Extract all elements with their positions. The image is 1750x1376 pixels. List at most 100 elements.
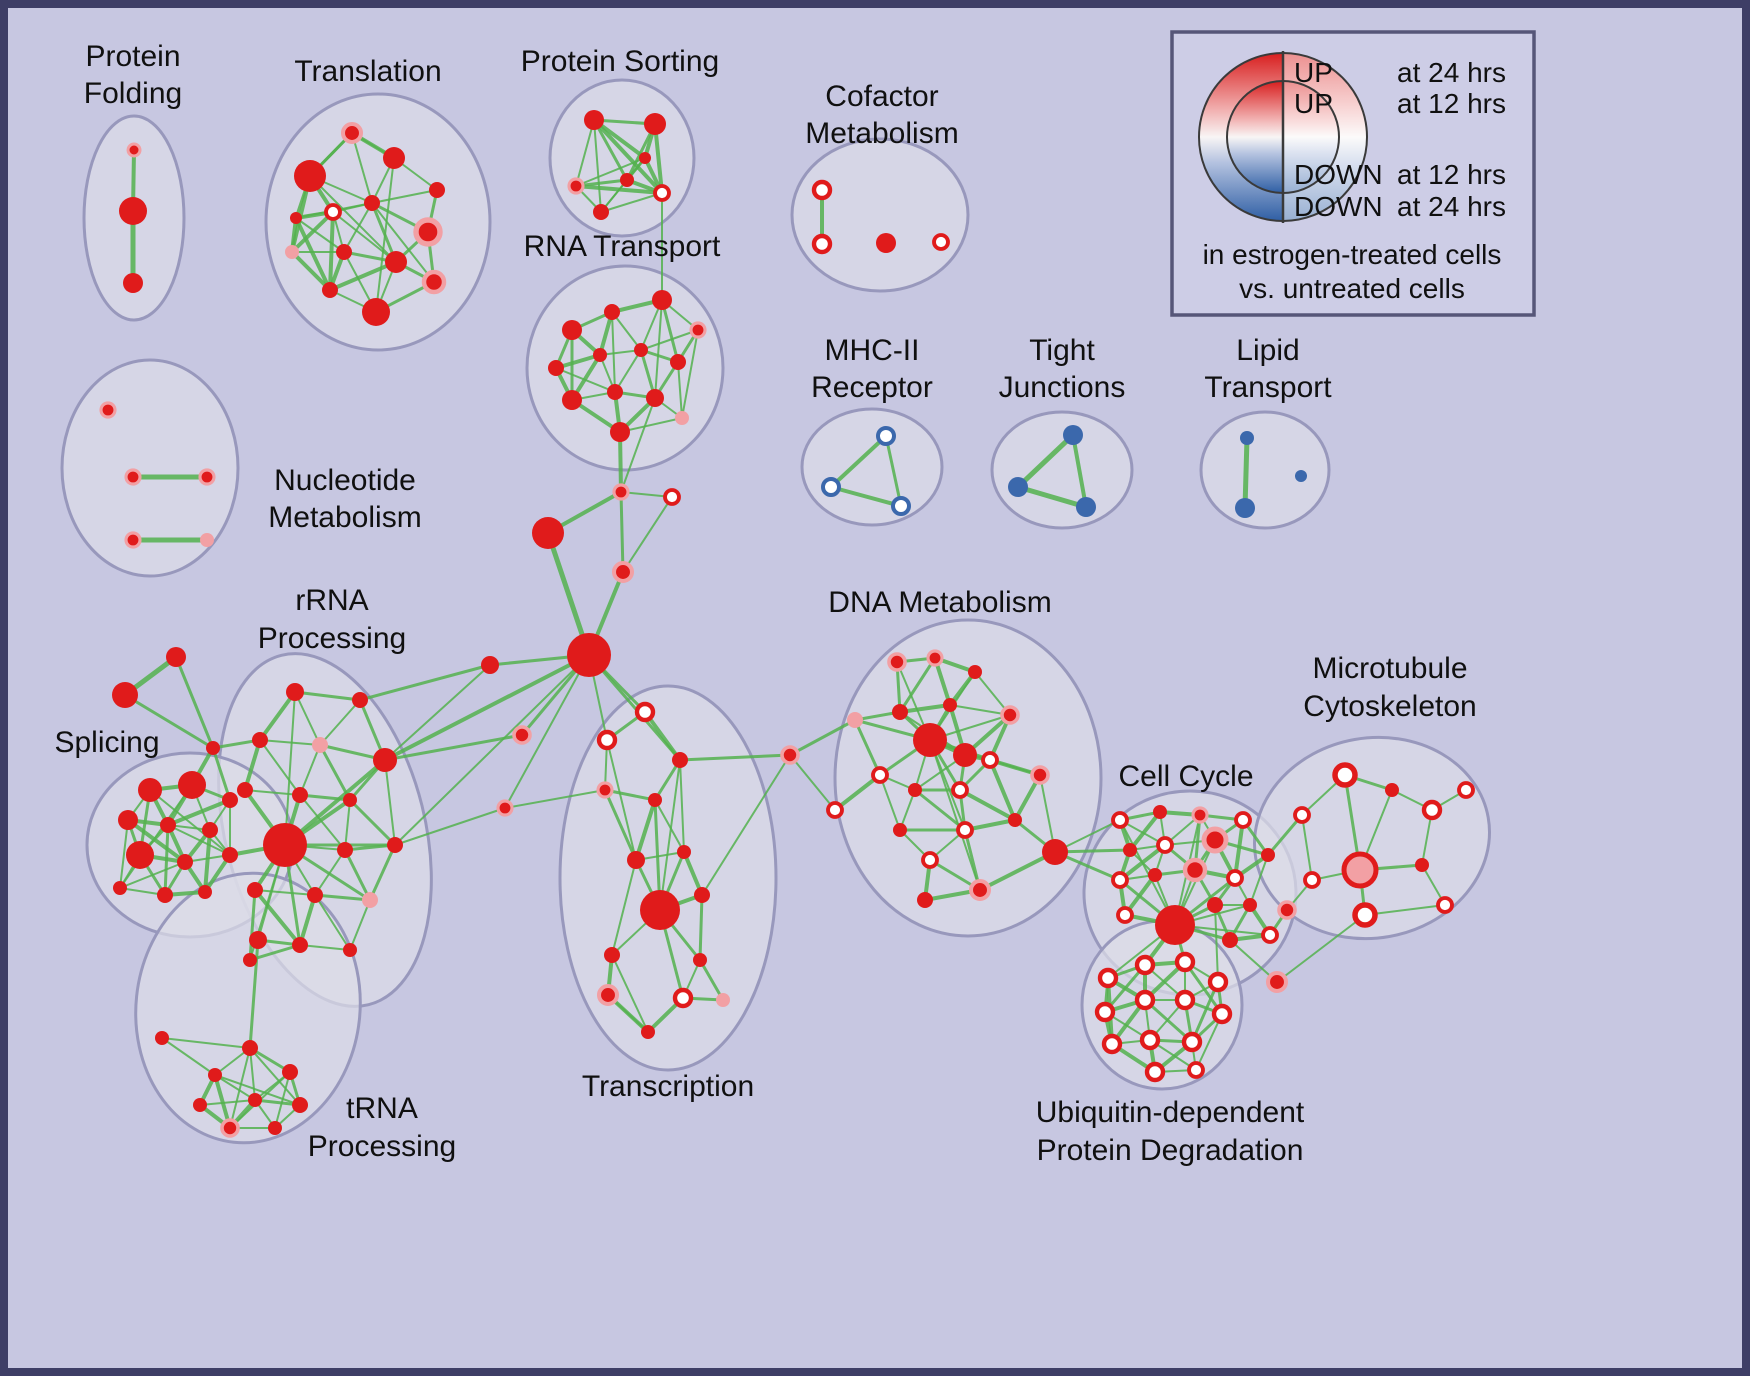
network-node-uh	[1030, 765, 1050, 785]
network-node-u	[337, 842, 353, 858]
network-node-ur	[663, 488, 681, 506]
network-edge	[978, 850, 1057, 892]
cluster-label-cofactor-metabolism: Metabolism	[805, 117, 958, 150]
network-node-up	[716, 993, 730, 1007]
cluster-label-ubiquitin-degradation: Ubiquitin-dependent	[1036, 1096, 1305, 1129]
network-edge	[254, 889, 316, 896]
network-node-uh	[124, 468, 142, 486]
network-edge	[654, 299, 663, 399]
network-edge	[988, 758, 1017, 822]
network-edge	[1249, 854, 1269, 906]
cluster-label-tight-junctions: Tight	[1029, 334, 1095, 367]
network-node-dr	[821, 477, 841, 497]
network-edge	[698, 893, 704, 962]
network-node-u	[693, 953, 707, 967]
legend-up24-time: at 24 hrs	[1397, 57, 1506, 88]
network-node-u	[336, 244, 352, 260]
network-edge	[620, 397, 656, 493]
network-edge	[119, 861, 186, 889]
network-edge	[1015, 432, 1076, 490]
network-edge	[611, 311, 616, 393]
network-node-u	[1261, 848, 1275, 862]
network-edge	[313, 893, 372, 902]
network-node-u	[1415, 858, 1429, 872]
network-node-u	[166, 647, 186, 667]
network-node-u	[268, 1121, 282, 1135]
network-node-d	[1076, 497, 1096, 517]
network-node-ur	[1094, 1001, 1116, 1023]
network-edge	[1301, 814, 1313, 881]
network-node-d	[1063, 425, 1083, 445]
network-edge	[123, 693, 215, 750]
network-node-u	[876, 233, 896, 253]
network-node-uh	[340, 121, 364, 145]
network-node-u	[387, 837, 403, 853]
network-edge	[698, 958, 725, 1002]
network-node-u	[112, 682, 138, 708]
network-node-u	[292, 937, 308, 953]
network-node-uh	[496, 799, 514, 817]
network-node-u	[604, 304, 620, 320]
network-node-u	[607, 384, 623, 400]
network-edge	[1233, 818, 1245, 880]
network-edge	[343, 843, 397, 852]
network-edge	[660, 298, 680, 364]
legend-caption-line2: vs. untreated cells	[1239, 273, 1465, 304]
network-edge	[243, 738, 262, 792]
network-edge	[587, 653, 682, 762]
network-node-ur	[1174, 951, 1196, 973]
legend-down24-time: at 24 hrs	[1397, 191, 1506, 222]
network-node-uh	[512, 725, 532, 745]
network-edge	[1103, 963, 1147, 1014]
network-node-u	[123, 273, 143, 293]
network-node-u	[292, 1097, 308, 1113]
network-edge	[1143, 998, 1194, 1044]
network-edge	[898, 656, 937, 714]
cluster-label-rna-transport: RNA Transport	[524, 230, 721, 263]
network-node-u	[119, 197, 147, 225]
cluster-label-protein-folding: Protein	[85, 40, 180, 73]
network-edge	[166, 798, 232, 827]
network-edge	[259, 739, 301, 796]
network-edge	[701, 754, 791, 896]
network-edge	[248, 943, 302, 962]
network-edge	[298, 893, 317, 947]
network-node-u	[917, 892, 933, 908]
network-edge	[274, 1071, 291, 1129]
network-node-u	[307, 887, 323, 903]
network-node-ur	[634, 701, 656, 723]
network-edge	[351, 132, 373, 204]
network-node-ur	[811, 179, 833, 201]
cluster-label-mhc-ii-receptor: Receptor	[811, 371, 933, 404]
network-node-u	[263, 823, 307, 867]
network-node-u	[968, 665, 982, 679]
network-node-uh	[926, 649, 944, 667]
network-node-ur	[1207, 971, 1229, 993]
network-edge	[258, 690, 297, 742]
network-node-u	[892, 704, 908, 720]
network-node-u	[198, 885, 212, 899]
network-edge	[504, 789, 606, 809]
network-node-u	[1207, 897, 1223, 913]
network-node-uh	[198, 468, 216, 486]
network-edge	[371, 202, 435, 283]
network-edge	[1128, 810, 1162, 852]
legend-down12-label: DOWN	[1294, 159, 1383, 190]
network-edge	[622, 496, 673, 573]
network-edge	[677, 361, 683, 419]
network-edge	[203, 828, 212, 894]
network-edge	[161, 1037, 251, 1049]
network-node-ur	[1111, 871, 1129, 889]
network-edge	[618, 430, 623, 494]
network-node-u	[1155, 905, 1195, 945]
network-node-u	[282, 1064, 298, 1080]
network-node-u	[1008, 813, 1022, 827]
network-edge	[606, 739, 637, 861]
network-edge	[833, 773, 882, 812]
network-edge	[1364, 904, 1446, 916]
network-node-uh	[1000, 705, 1020, 725]
network-edge	[898, 703, 952, 714]
network-edge	[293, 690, 362, 702]
